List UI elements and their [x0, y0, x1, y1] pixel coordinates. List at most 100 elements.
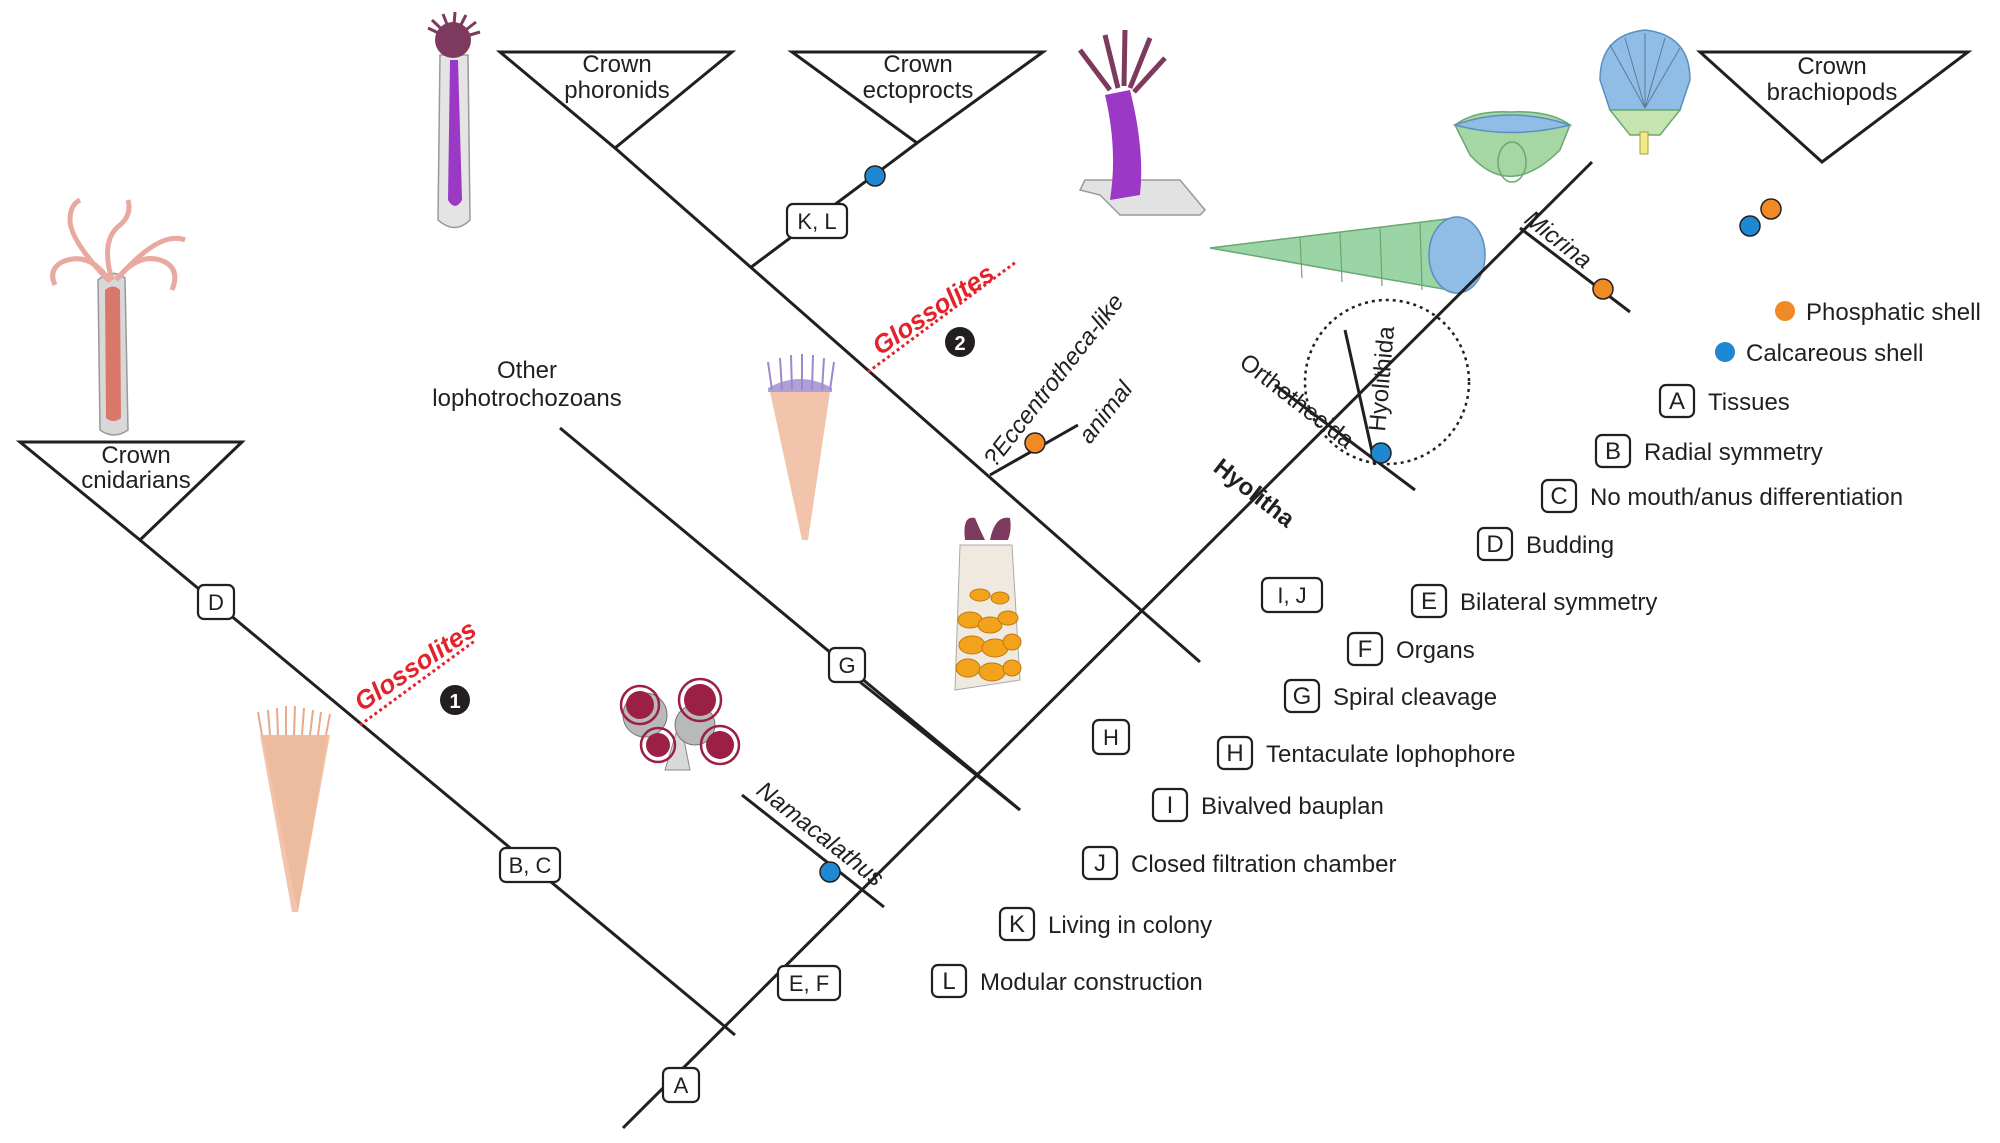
hyolithida-label: Hyolithida	[1364, 325, 1400, 433]
crown-ectoprocts-triangle	[787, 50, 1048, 145]
crown-ectoprocts-label-2: ectoprocts	[863, 77, 974, 104]
legend-key-box-b	[1594, 433, 1632, 469]
legend-key-b: B	[1605, 438, 1621, 465]
crown-phoronids-label-1: Crown	[582, 51, 651, 78]
legend-calcareous-label: Calcareous shell	[1746, 340, 1923, 367]
legend-key-box-k	[998, 906, 1036, 942]
cnidarian-illustration	[50, 197, 186, 436]
eccentrotheca-animal-illustration	[954, 517, 1022, 691]
node-IJ: I, J	[1260, 576, 1324, 614]
glossolites-dotted-line-2	[867, 260, 1017, 374]
legend-label-f: Organs	[1396, 637, 1475, 664]
eccentrotheca-label: ?Eccentrotheca-like	[978, 289, 1129, 472]
legend-key-l: L	[942, 968, 955, 995]
legend-key-box-g	[1283, 678, 1321, 714]
legend-label-g: Spiral cleavage	[1333, 684, 1497, 711]
legend-phosphatic-dot	[1775, 301, 1795, 321]
node-D: D	[196, 583, 236, 621]
calcareous-dot-namacalathus	[819, 861, 841, 883]
node-BC: B, C	[498, 846, 562, 884]
legend-label-l: Modular construction	[980, 969, 1203, 996]
legend-key-h: H	[1226, 740, 1243, 767]
other-lophotrochozoans-label-1: Other	[497, 357, 557, 384]
legend-label-b: Radial symmetry	[1644, 439, 1823, 466]
micrina-label: Micrina	[1519, 205, 1597, 274]
legend-label-i: Bivalved bauplan	[1201, 793, 1384, 820]
phosphatic-dot-micrina	[1592, 278, 1614, 300]
phosphatic-dot-eccentrotheca	[1024, 432, 1046, 454]
legend-label-e: Bilateral symmetry	[1460, 589, 1657, 616]
legend: Phosphatic shell Calcareous shell A Tissu…	[930, 299, 1981, 999]
glossolites-label-2: Glossolites	[867, 258, 1000, 361]
crown-cnidarians-label-1: Crown	[101, 442, 170, 469]
legend-key-d: D	[1486, 531, 1503, 558]
node-H-label: H	[1103, 725, 1119, 750]
legend-key-box-e	[1410, 583, 1448, 619]
legend-label-h: Tentaculate lophophore	[1266, 741, 1516, 768]
crown-cnidarians-triangle	[15, 440, 246, 543]
marker-1-number: 1	[449, 691, 460, 713]
legend-key-a: A	[1669, 388, 1685, 415]
micrina-shell-illustration	[1452, 111, 1573, 183]
legend-key-box-l	[930, 963, 968, 999]
tree-branches	[139, 141, 1631, 1130]
animal-label: animal	[1073, 376, 1138, 449]
node-EF: E, F	[776, 964, 842, 1002]
legend-key-box-d	[1476, 526, 1514, 562]
legend-label-a: Tissues	[1708, 389, 1790, 416]
crown-phoronids-triangle	[495, 50, 737, 150]
ectoproct-illustration	[1078, 29, 1207, 216]
legend-key-box-i	[1151, 787, 1189, 823]
node-IJ-label: I, J	[1277, 583, 1306, 608]
legend-label-j: Closed filtration chamber	[1131, 851, 1396, 878]
brachiopod-illustration	[1599, 29, 1691, 155]
node-EF-label: E, F	[789, 971, 829, 996]
node-BC-label: B, C	[509, 853, 552, 878]
node-KL-label: K, L	[797, 209, 836, 234]
marker-1-circle	[440, 685, 470, 715]
node-A: A	[661, 1066, 701, 1104]
crown-brachiopods-label-1: Crown	[1797, 53, 1866, 80]
crown-ectoprocts-label-1: Crown	[883, 51, 952, 78]
legend-key-k: K	[1009, 911, 1025, 938]
orthothecida-label: Orthothecida	[1234, 348, 1359, 454]
glossolites-cone-illustration-1	[257, 705, 331, 912]
node-A-label: A	[674, 1073, 689, 1098]
node-H: H	[1091, 718, 1131, 756]
legend-calcareous-dot	[1715, 342, 1735, 362]
legend-key-box-j	[1081, 845, 1119, 881]
legend-key-c: C	[1550, 483, 1567, 510]
legend-label-k: Living in colony	[1048, 912, 1212, 939]
crown-cnidarians-label-2: cnidarians	[81, 467, 190, 494]
legend-key-f: F	[1358, 636, 1373, 663]
node-KL: K, L	[785, 202, 849, 240]
calcareous-dot-hyolitha	[1370, 442, 1392, 464]
crown-brachiopods-label-2: brachiopods	[1767, 79, 1898, 106]
marker-2-number: 2	[954, 333, 965, 355]
calcareous-dot-brachiopods	[1739, 215, 1761, 237]
legend-key-box-f	[1346, 631, 1384, 667]
phosphatic-dot-brachiopods	[1760, 198, 1782, 220]
glossolites-cone-illustration-2	[767, 354, 835, 540]
node-G: G	[827, 646, 867, 684]
marker-2-circle	[945, 327, 975, 357]
crown-brachiopods-triangle	[1696, 50, 1973, 164]
legend-label-c: No mouth/anus differentiation	[1590, 484, 1903, 511]
calcareous-dot-ectoprocts	[864, 165, 886, 187]
legend-key-box-a	[1658, 383, 1696, 419]
crown-phoronids-label-2: phoronids	[564, 77, 669, 104]
node-D-label: D	[208, 590, 224, 615]
legend-key-box-h	[1216, 735, 1254, 771]
node-G-label: G	[838, 653, 855, 678]
legend-key-j: J	[1094, 850, 1106, 877]
legend-key-i: I	[1167, 792, 1174, 819]
legend-phosphatic-label: Phosphatic shell	[1806, 299, 1981, 326]
legend-key-g: G	[1293, 683, 1312, 710]
namacalathus-illustration	[619, 677, 741, 771]
hyolith-shell-illustration	[1209, 216, 1486, 294]
legend-key-e: E	[1421, 588, 1437, 615]
other-lophotrochozoans-label-2: lophotrochozoans	[432, 385, 621, 412]
